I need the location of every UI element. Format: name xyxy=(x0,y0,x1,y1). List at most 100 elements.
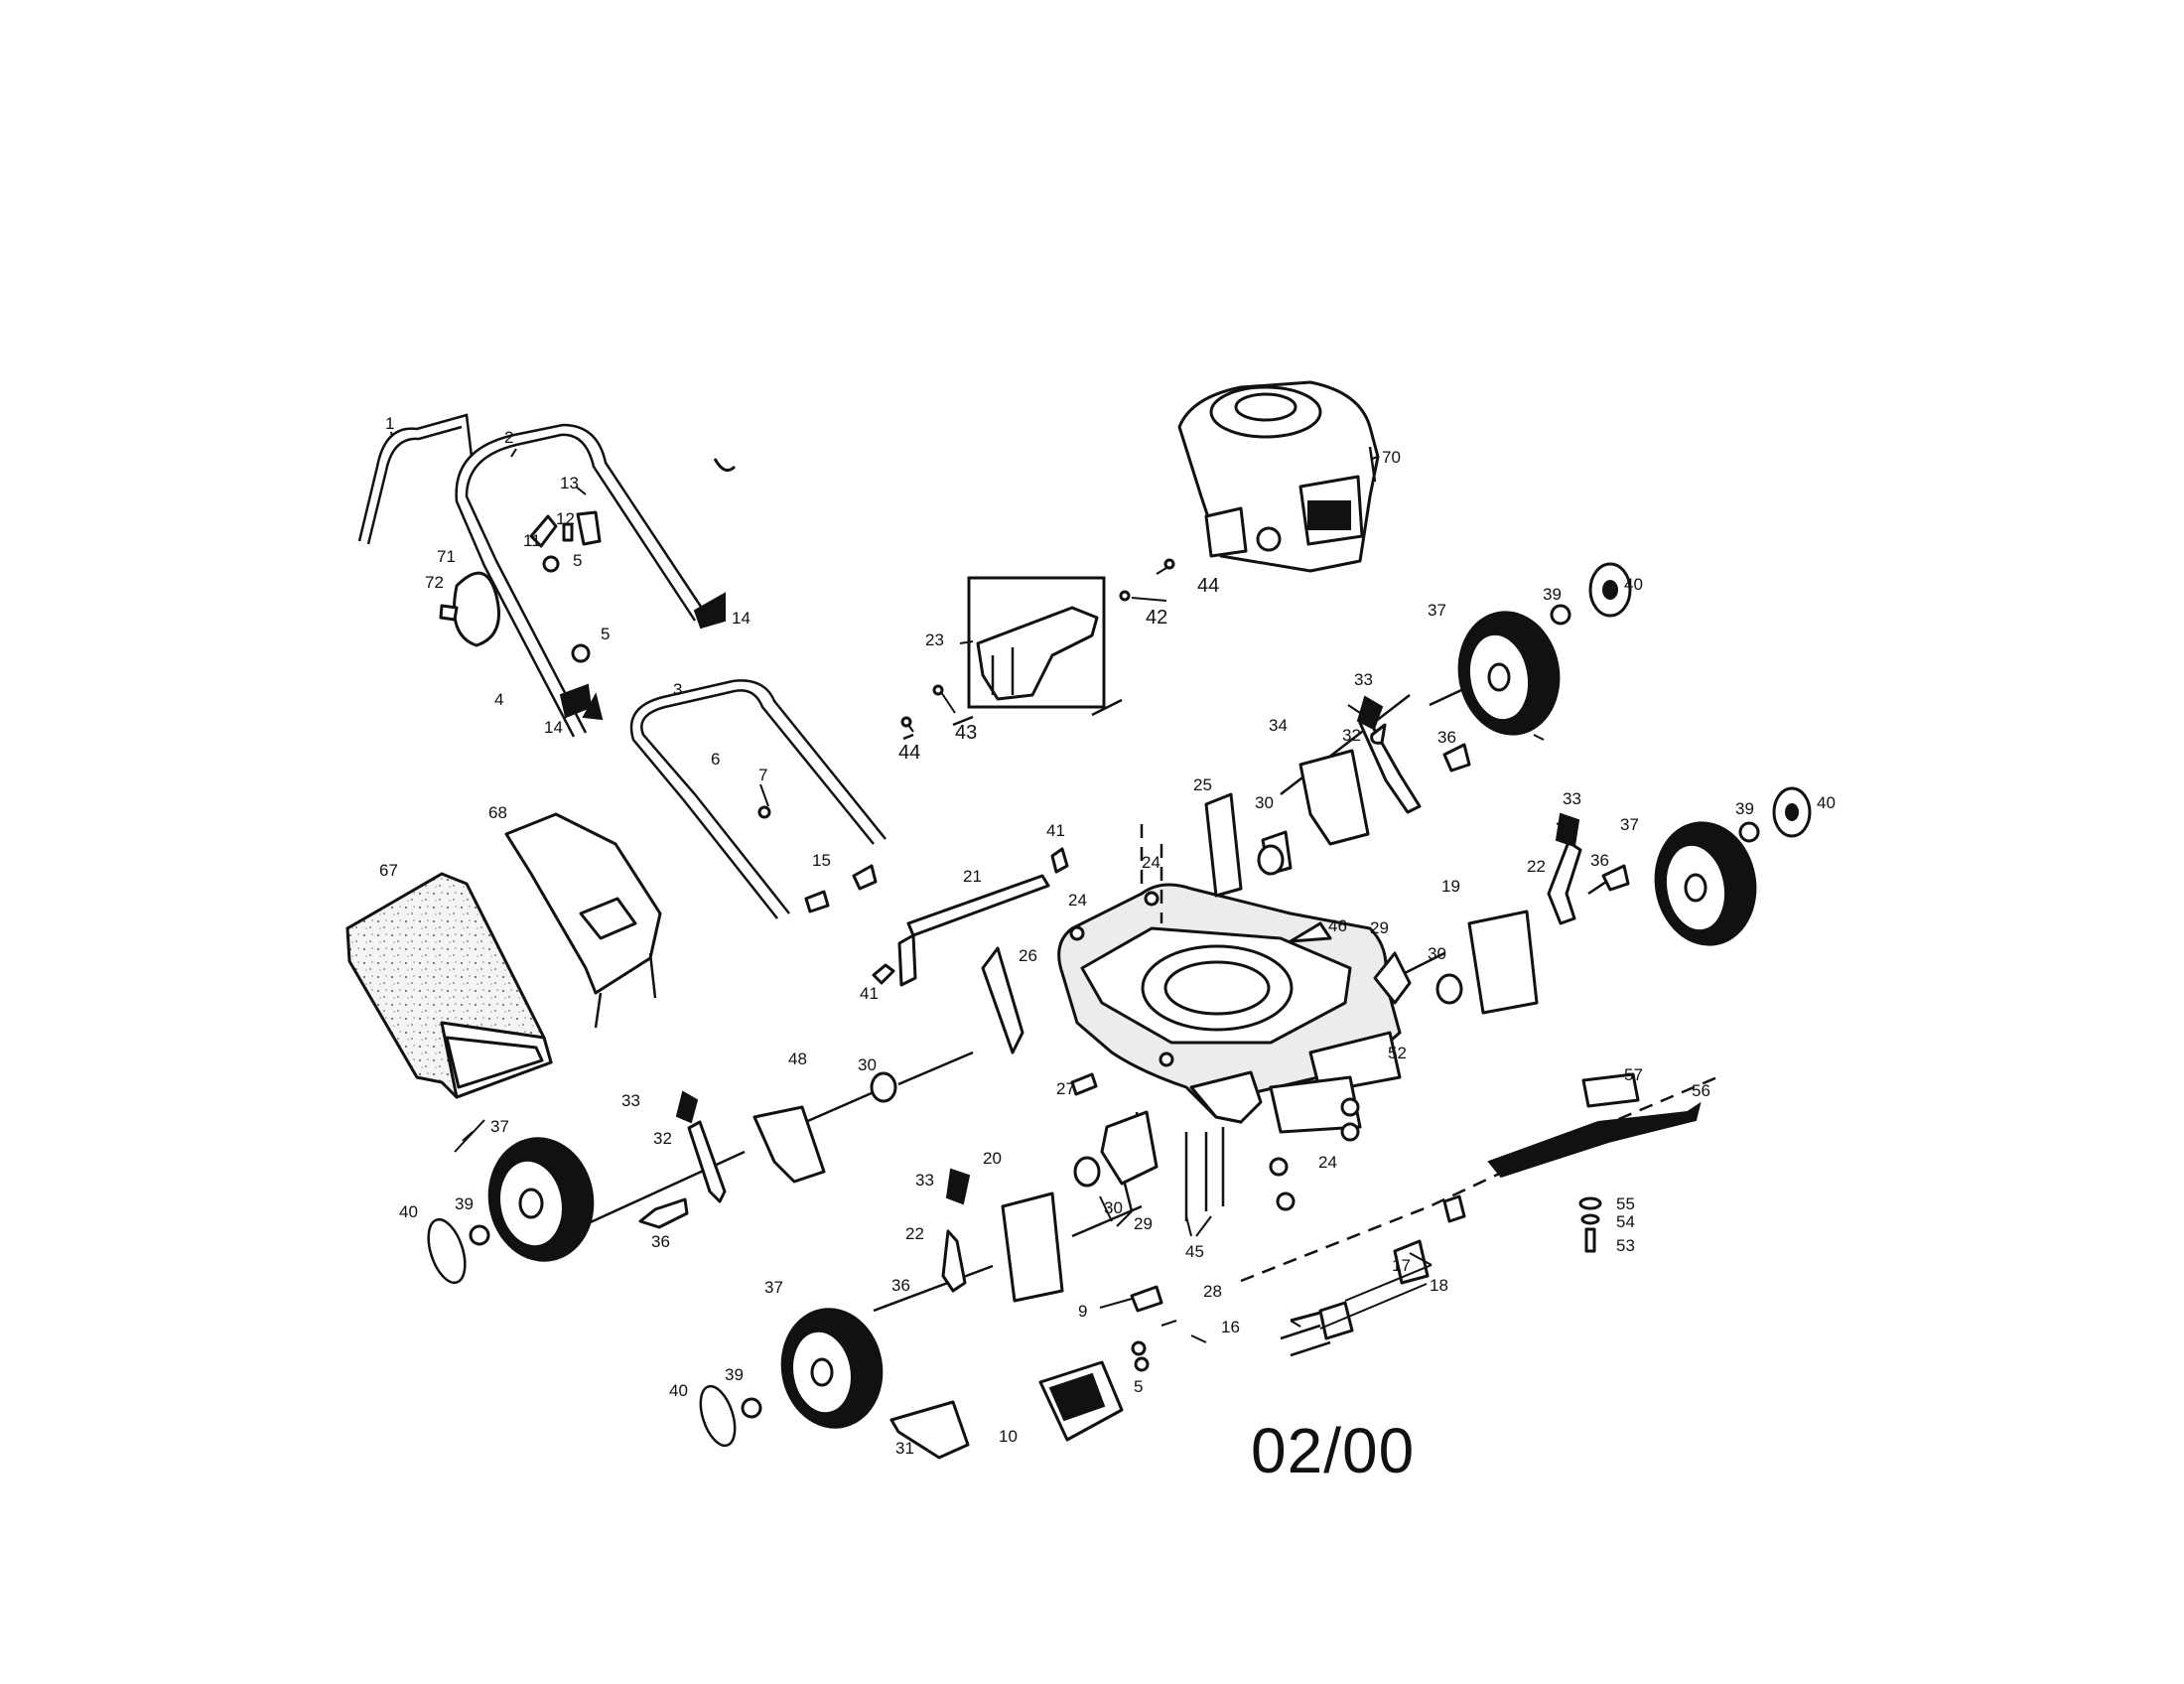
callout-37-rear-right: 37 xyxy=(1620,815,1639,834)
callout-33-front-left: 33 xyxy=(621,1091,640,1110)
hinge-rod xyxy=(897,874,1050,987)
hubcaps-and-rings xyxy=(427,562,1812,1448)
callout-33-rear-left: 33 xyxy=(1354,670,1373,689)
hardware xyxy=(638,558,1630,1357)
callout-31: 31 xyxy=(895,1439,914,1458)
callout-15: 15 xyxy=(812,851,831,870)
callout-18: 18 xyxy=(1430,1276,1448,1295)
callout-17: 17 xyxy=(1392,1256,1411,1275)
callout-40-rear-right: 40 xyxy=(1817,793,1836,812)
callout-42: 42 xyxy=(1146,607,1167,629)
callout-labels: 1 2 13 12 11 5 71 72 14 5 4 14 3 6 7 68 … xyxy=(379,414,1836,1458)
callout-39-front-left: 39 xyxy=(455,1194,474,1213)
callout-72: 72 xyxy=(425,573,444,592)
callout-22-front: 22 xyxy=(905,1224,924,1243)
callout-44-upper: 44 xyxy=(1197,575,1219,597)
callout-67: 67 xyxy=(379,861,398,880)
callout-13: 13 xyxy=(560,474,579,492)
callout-45: 45 xyxy=(1185,1242,1204,1261)
callout-14-lower: 14 xyxy=(544,718,563,737)
callout-29-front: 29 xyxy=(1134,1214,1153,1233)
callout-5-mid: 5 xyxy=(601,625,610,643)
callout-37-rear-left: 37 xyxy=(1428,601,1446,620)
callout-28: 28 xyxy=(1203,1282,1222,1301)
callout-24-b: 24 xyxy=(1142,853,1160,872)
callout-70: 70 xyxy=(1382,448,1401,467)
upper-handle xyxy=(455,423,709,738)
callout-56: 56 xyxy=(1692,1081,1710,1100)
callout-5-lower: 5 xyxy=(1134,1377,1143,1396)
callout-26: 26 xyxy=(1019,946,1037,965)
callout-24-c: 24 xyxy=(1318,1153,1337,1172)
callout-41-upper: 41 xyxy=(1046,821,1065,840)
callout-30-front-left: 30 xyxy=(858,1055,877,1074)
callout-33-rear-right: 33 xyxy=(1563,789,1581,808)
callout-4: 4 xyxy=(494,690,503,709)
callout-39-rear-right: 39 xyxy=(1735,799,1754,818)
callout-39-rear-left: 39 xyxy=(1543,585,1562,604)
callout-12: 12 xyxy=(556,509,575,528)
callout-36-front-left: 36 xyxy=(651,1232,670,1251)
callout-29-rear: 29 xyxy=(1370,918,1389,937)
grass-catcher xyxy=(345,872,553,1099)
wheel-rear-right xyxy=(1654,821,1757,946)
callout-32-front-left: 32 xyxy=(653,1129,672,1148)
callout-48: 48 xyxy=(788,1050,807,1068)
callout-36-rear-right: 36 xyxy=(1590,851,1609,870)
callout-32-rear-left: 32 xyxy=(1342,726,1361,745)
catcher-frame xyxy=(504,812,662,1029)
callout-43: 43 xyxy=(955,722,977,744)
callout-11: 11 xyxy=(523,531,541,550)
callout-9: 9 xyxy=(1078,1302,1087,1321)
callout-21: 21 xyxy=(963,867,982,886)
height-adjusters xyxy=(675,695,1582,1303)
callout-22-rear: 22 xyxy=(1527,857,1546,876)
mower-deck xyxy=(1057,883,1402,1134)
callout-39-front-right: 39 xyxy=(725,1365,744,1384)
control-bar xyxy=(357,413,474,545)
wheel-rear-left xyxy=(1457,611,1561,736)
callout-20: 20 xyxy=(983,1149,1002,1168)
callout-25: 25 xyxy=(1193,775,1212,794)
callout-55: 55 xyxy=(1616,1194,1635,1213)
callout-19: 19 xyxy=(1441,877,1460,896)
date-code: 02/00 xyxy=(1251,1415,1416,1486)
callout-52: 52 xyxy=(1388,1044,1407,1062)
wheel-front-left xyxy=(487,1137,595,1262)
callout-44-lower: 44 xyxy=(898,742,920,764)
rope-guide-and-levers xyxy=(439,458,878,913)
callout-7: 7 xyxy=(758,766,767,784)
blade xyxy=(1487,1072,1702,1253)
callout-14-upper: 14 xyxy=(732,609,751,628)
callout-37-front-right: 37 xyxy=(764,1278,783,1297)
callout-40-rear-left: 40 xyxy=(1624,575,1643,594)
engine xyxy=(1177,380,1380,573)
callout-27: 27 xyxy=(1056,1079,1075,1098)
callout-2: 2 xyxy=(504,428,513,447)
callout-54: 54 xyxy=(1616,1212,1635,1231)
callout-6: 6 xyxy=(711,750,720,769)
callout-36-front-right: 36 xyxy=(891,1276,910,1295)
callout-36-rear-left: 36 xyxy=(1437,728,1456,747)
callout-41-lower: 41 xyxy=(860,984,879,1003)
callout-46: 46 xyxy=(1328,916,1347,935)
callout-40-front-left: 40 xyxy=(399,1202,418,1221)
callout-24-a: 24 xyxy=(1068,891,1087,910)
lower-handle xyxy=(629,679,887,919)
front-covers xyxy=(889,1285,1163,1460)
callout-16: 16 xyxy=(1221,1318,1240,1336)
callout-53: 53 xyxy=(1616,1236,1635,1255)
callout-23: 23 xyxy=(925,631,944,649)
callout-33-front-right: 33 xyxy=(915,1171,934,1190)
callout-3: 3 xyxy=(673,680,682,699)
callout-30-right: 30 xyxy=(1428,944,1446,963)
callout-30-rear: 30 xyxy=(1255,793,1274,812)
callout-30-front-right: 30 xyxy=(1104,1198,1123,1217)
leader-lines xyxy=(390,431,1568,1343)
callout-71: 71 xyxy=(437,547,456,566)
callout-68: 68 xyxy=(488,803,507,822)
callout-5-upper: 5 xyxy=(573,551,582,570)
callout-57: 57 xyxy=(1624,1065,1643,1084)
callout-1: 1 xyxy=(385,414,394,433)
